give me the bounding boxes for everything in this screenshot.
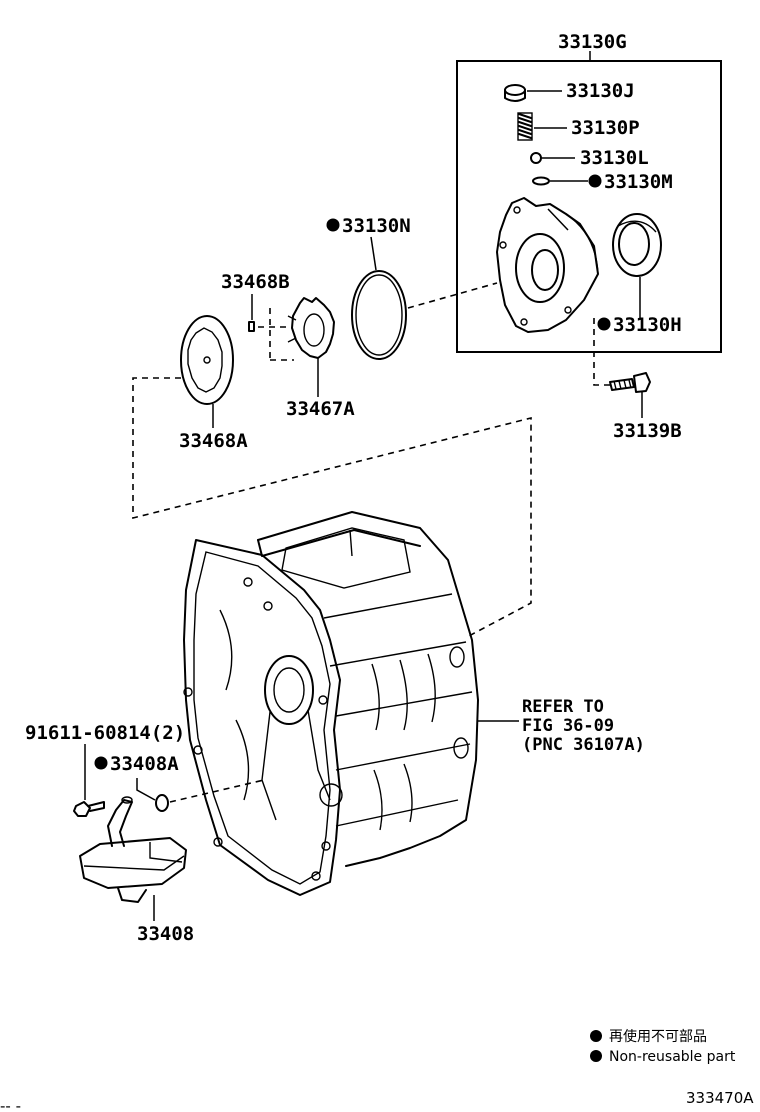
drive-gear-33467A	[287, 297, 335, 397]
oring-33408A	[136, 778, 169, 812]
nonreusable-dot-icon	[597, 317, 611, 331]
callout-33408: 33408	[137, 923, 194, 945]
plug-33130J	[504, 84, 562, 102]
callout-33139B: 33139B	[613, 420, 682, 442]
refer-line-2: FIG 36-09	[522, 716, 614, 736]
nonreusable-dot-icon	[94, 756, 108, 770]
callout-33468A: 33468A	[179, 430, 248, 452]
callout-33408A: 33408A	[110, 753, 179, 775]
key-33468B	[248, 294, 255, 332]
bolt-91611-60814	[73, 744, 105, 817]
bolt-33139B	[609, 372, 651, 418]
ball-33130L	[530, 152, 575, 164]
callout-33130N: 33130N	[342, 215, 411, 237]
oil-strainer-33408	[79, 796, 187, 921]
refer-line-3: (PNC 36107A)	[522, 735, 645, 755]
callout-33468B: 33468B	[221, 271, 290, 293]
nonreusable-dot-icon	[588, 174, 602, 188]
callout-33130J: 33130J	[566, 80, 635, 102]
assembly-box-33130G	[456, 60, 722, 353]
spring-33130P	[517, 112, 567, 141]
callout-33130P: 33130P	[571, 117, 640, 139]
legend: 再使用不可部品 Non-reusable part	[590, 1028, 736, 1065]
legend-english: Non-reusable part	[609, 1049, 736, 1065]
bottom-mark: -- -	[0, 1097, 21, 1112]
nonreusable-dot-icon	[590, 1030, 602, 1042]
callout-33130L: 33130L	[580, 147, 649, 169]
callout-33467A: 33467A	[286, 398, 355, 420]
figure-code: 333470A	[686, 1089, 754, 1107]
refer-line-1: REFER TO	[522, 697, 604, 717]
transmission-case	[183, 511, 519, 896]
callout-33130M: 33130M	[604, 171, 673, 193]
callout-33130H: 33130H	[613, 314, 682, 336]
oring-33130M	[532, 176, 588, 186]
legend-japanese: 再使用不可部品	[609, 1028, 707, 1045]
oring-33130N	[351, 236, 407, 360]
callout-33130G: 33130G	[558, 31, 627, 53]
nonreusable-dot-icon	[590, 1050, 602, 1062]
callout-91611: 91611-60814(2)	[25, 722, 185, 744]
refer-note: REFER TO FIG 36-09 (PNC 36107A)	[522, 697, 645, 755]
oil-seal-33130H	[612, 213, 662, 318]
driven-gear-33468A	[180, 315, 234, 428]
nonreusable-dot-icon	[326, 218, 340, 232]
pump-body	[496, 197, 599, 333]
